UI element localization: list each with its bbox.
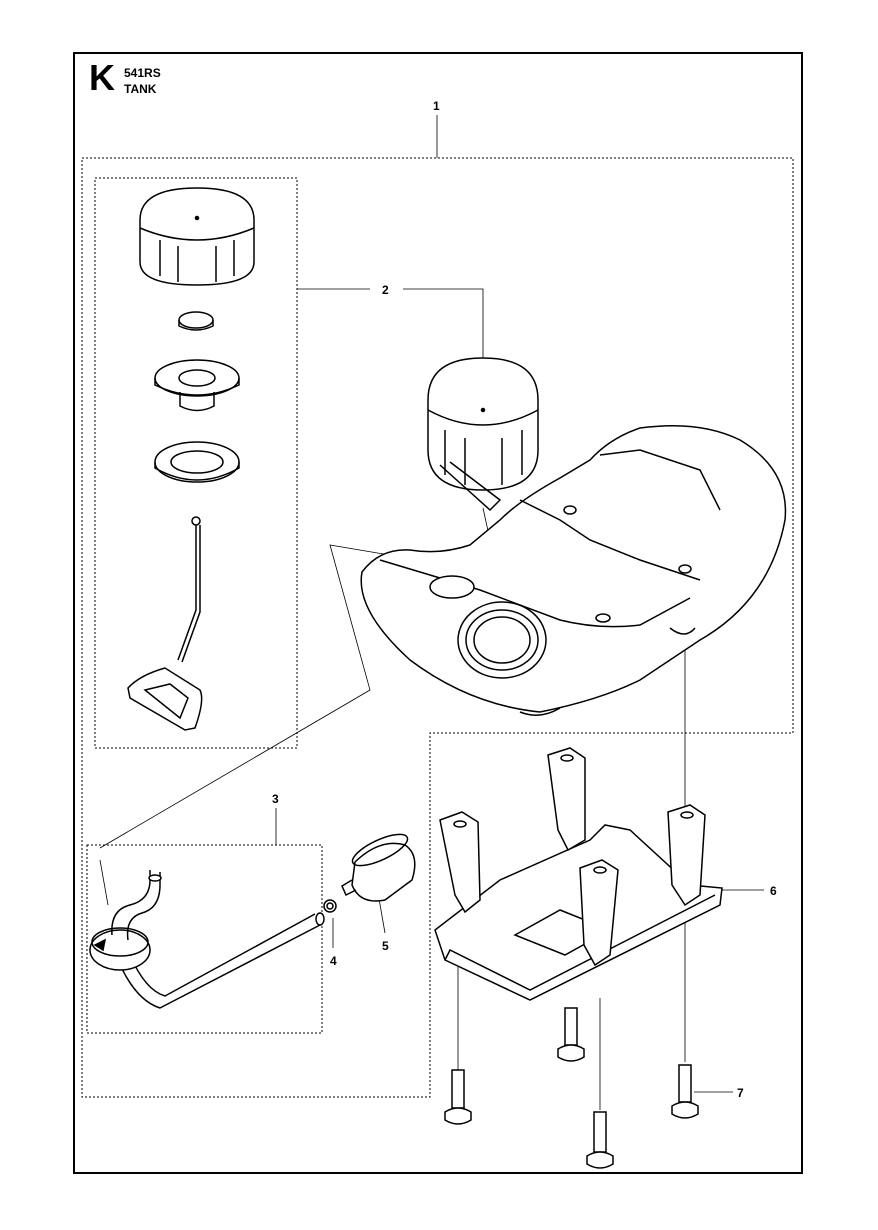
tank-cap-icon: [427, 357, 539, 512]
fuel-hose-icon: [89, 870, 325, 1009]
fuel-tank-icon: [360, 424, 787, 716]
group-box-hose-kit: [86, 844, 323, 1034]
model-label: 541RS: [124, 66, 161, 80]
fuel-cap-icon: [139, 187, 255, 286]
screw-icon: [444, 1007, 699, 1169]
callout-7: 7: [737, 1086, 744, 1100]
group-box-cap-kit: [94, 177, 298, 749]
group-box-tank-assembly: [81, 157, 794, 1098]
gasket-small-icon: [178, 311, 214, 331]
callout-2: 2: [382, 283, 389, 297]
clip-icon: [323, 899, 337, 913]
washer-icon: [154, 441, 240, 483]
callout-3: 3: [272, 792, 279, 806]
fuel-filter-icon: [341, 833, 416, 902]
callout-1: 1: [433, 99, 440, 113]
tank-bracket-icon: [434, 747, 723, 1001]
fuel-pickup-icon: [127, 516, 203, 731]
callout-5: 5: [382, 939, 389, 953]
callout-6: 6: [770, 884, 777, 898]
section-letter: K: [89, 57, 115, 98]
callout-4: 4: [330, 954, 337, 968]
section-title: TANK: [124, 82, 157, 96]
cap-retainer-icon: [154, 359, 240, 412]
diagram-frame: [73, 52, 803, 1174]
